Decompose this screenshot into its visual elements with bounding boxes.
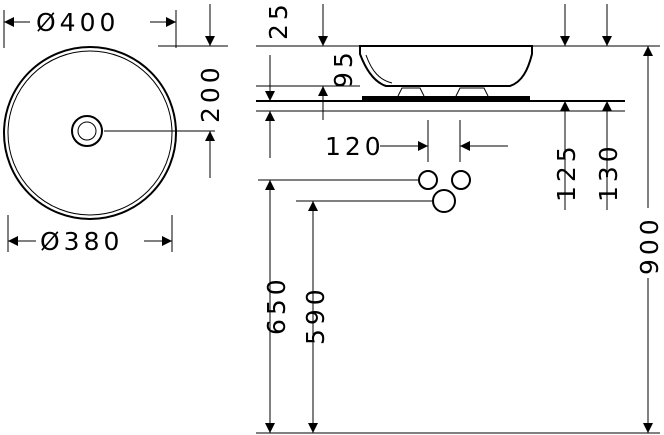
- top-view: Ø400 Ø380 200: [3, 4, 228, 256]
- drain-hole-right: [451, 170, 471, 190]
- drain-outer: [71, 115, 103, 147]
- basin-foot: [397, 87, 425, 97]
- basin-inner-rim: [7, 50, 173, 216]
- dim-height-130: 130: [594, 142, 623, 202]
- dim-label-bg: [636, 208, 662, 278]
- dim-height-125: 125: [552, 142, 581, 202]
- basin-foot: [455, 87, 489, 97]
- side-view: 25 95 120 650 590 125 130: [256, 0, 664, 434]
- dim-outer-diameter: Ø400: [36, 8, 119, 37]
- dim-drain-spacing: 120: [325, 132, 385, 161]
- drain-hole-left: [418, 170, 438, 190]
- basin-base: [362, 96, 530, 101]
- dim-height-650: 650: [262, 275, 291, 335]
- basin-profile: [359, 45, 533, 87]
- dim-bowl-depth: 95: [329, 48, 358, 88]
- drain-inner: [77, 121, 97, 141]
- basin-inner-curve: [365, 54, 393, 84]
- dim-rim-height: 25: [264, 0, 293, 40]
- basin-outer-rim: [3, 46, 177, 220]
- dim-height-900: 900: [635, 215, 664, 275]
- dim-height-590: 590: [301, 285, 330, 345]
- dim-inner-diameter: Ø380: [40, 227, 123, 256]
- dim-depth-center: 200: [196, 63, 225, 123]
- drain-hole-bottom: [432, 189, 456, 213]
